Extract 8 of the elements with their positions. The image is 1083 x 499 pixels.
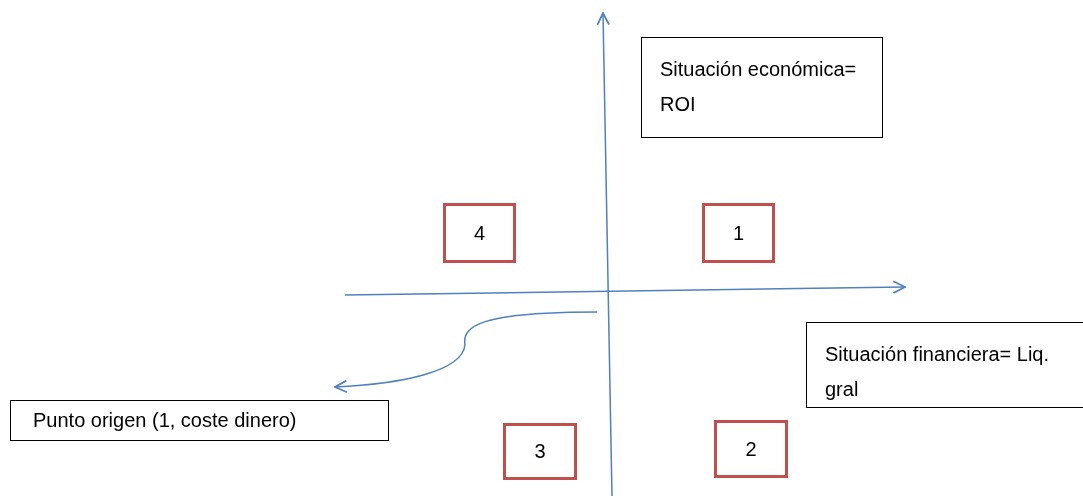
quadrant-number-box: 2 [714,420,788,478]
quadrant-number-box: 4 [443,203,516,263]
quadrant-number-box: 1 [702,203,775,263]
quadrant-number-box: 3 [503,423,577,480]
text-box: Situación financiera= Liq. gral [806,322,1083,408]
text-box: Situación económica= ROI [641,37,883,138]
text-box: Punto origen (1, coste dinero) [10,400,389,441]
curved-arrow [334,311,598,393]
